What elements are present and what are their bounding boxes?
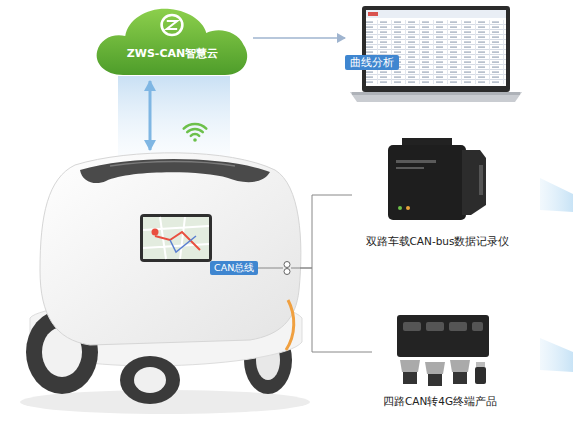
vehicle-illustration	[20, 153, 310, 414]
laptop-illustration	[350, 6, 522, 102]
tag-label: 曲线分析	[345, 55, 399, 70]
device-node: 双路车载CAN-bus数据记录仪	[352, 135, 523, 250]
4g-terminal-illustration	[397, 315, 489, 386]
device-caption: 四路CAN转4G终端产品	[372, 395, 508, 408]
data-logger-illustration	[388, 138, 486, 220]
device-node: 四路CAN转4G终端产品	[372, 310, 508, 410]
cloud-outline	[97, 9, 248, 75]
laptop-node: 曲线分析	[345, 5, 525, 105]
cloud-logo	[167, 21, 177, 29]
vehicle-node: CAN总线	[15, 150, 300, 412]
glow-arrow	[540, 178, 573, 212]
signal-beam	[118, 76, 230, 158]
cloud-label: ZWS-CAN智慧云	[92, 47, 253, 61]
cloud-shape	[92, 3, 253, 79]
glow-arrow	[540, 338, 573, 372]
cloud-node: ZWS-CAN智慧云	[92, 3, 253, 79]
wifi-symbol	[184, 124, 207, 142]
connector	[300, 195, 352, 268]
connector	[149, 81, 152, 150]
cloud-logo	[162, 15, 183, 35]
device-caption: 双路车载CAN-bus数据记录仪	[352, 235, 523, 248]
connector	[300, 268, 372, 352]
connector	[253, 37, 345, 39]
tag-label: CAN总线	[210, 261, 258, 275]
